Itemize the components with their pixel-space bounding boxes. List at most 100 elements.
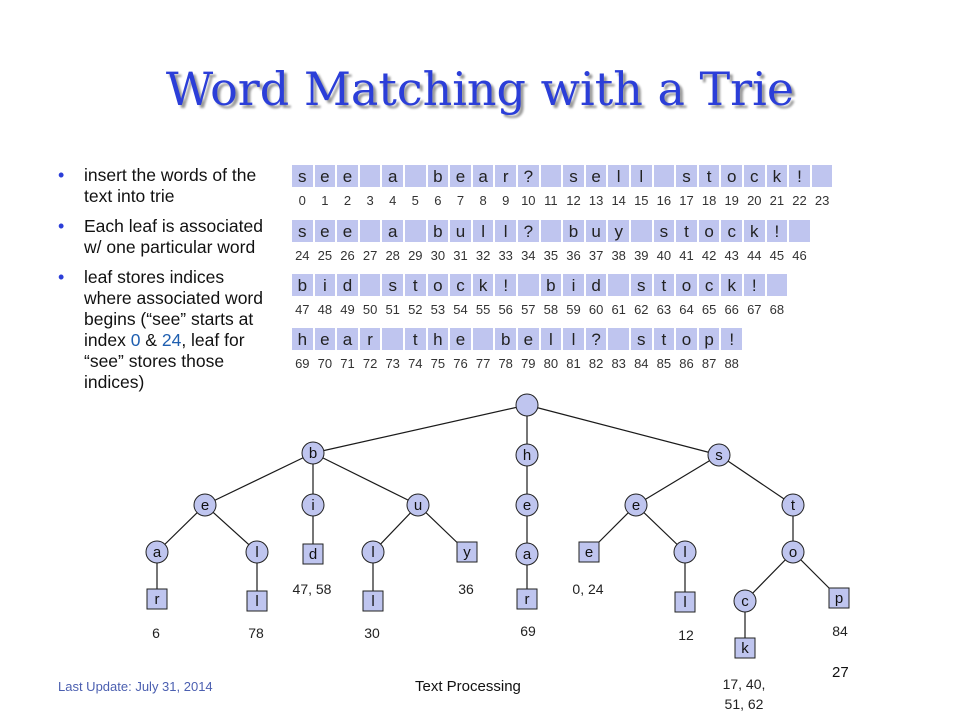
trie-node [515, 393, 539, 417]
char-cell: a [471, 164, 495, 188]
char-index: 69 [295, 356, 310, 371]
trie-node-shape [193, 493, 217, 517]
char-index: 21 [769, 193, 785, 208]
trie-node-shape [707, 443, 731, 467]
trie-node-label: l [683, 544, 686, 561]
trie-node-label: r [525, 591, 530, 608]
char-index: 77 [475, 356, 491, 371]
leaf-indices: 36 [458, 581, 474, 597]
char-cell: r [494, 164, 517, 188]
char-index: 50 [362, 302, 378, 317]
char-index: 13 [588, 193, 604, 208]
char-index: 60 [588, 302, 604, 317]
char-index: 59 [566, 302, 581, 317]
trie-node-shape [781, 493, 805, 517]
char-cell [471, 327, 495, 351]
trie-node-label: e [632, 497, 640, 514]
trie-node-label: h [523, 447, 531, 464]
char-cell: s [291, 219, 314, 243]
char-index: 88 [724, 356, 739, 371]
bullet-item: Each leaf is associated w/ one particula… [58, 216, 273, 258]
trie-node-label: e [585, 544, 593, 561]
trie-node: y [456, 541, 478, 563]
trie-node-shape [302, 543, 324, 565]
char-index: 61 [611, 302, 626, 317]
char-index: 58 [543, 302, 559, 317]
char-index: 30 [430, 248, 446, 263]
trie-edge [204, 504, 258, 553]
leaf-indices: 78 [248, 625, 264, 641]
bullet-text: leaf stores indices where associated wor… [84, 267, 263, 350]
char-index: 45 [769, 248, 785, 263]
char-index: 49 [340, 302, 355, 317]
char-cell [788, 219, 811, 243]
char-index: 47 [295, 302, 310, 317]
trie-node: e [624, 493, 648, 517]
char-cell [358, 164, 382, 188]
char-cell: s [291, 164, 314, 188]
char-index: 44 [747, 248, 762, 263]
char-index: 35 [543, 248, 559, 263]
trie-edge [718, 454, 794, 506]
trie-node-label: d [309, 546, 317, 563]
char-cell [539, 164, 563, 188]
char-cell [358, 273, 382, 297]
trie-node-label: o [789, 544, 797, 561]
trie-node-label: a [523, 546, 532, 563]
char-index: 12 [566, 193, 581, 208]
char-index: 46 [792, 248, 807, 263]
char-cell [765, 273, 789, 297]
trie-node: u [406, 493, 430, 517]
trie-node-label: a [153, 544, 162, 561]
char-index: 3 [366, 193, 374, 208]
char-index: 25 [317, 248, 333, 263]
char-cell: k [765, 164, 789, 188]
trie-node-shape [673, 540, 697, 564]
char-index: 52 [408, 302, 423, 317]
char-cell: k [720, 273, 743, 297]
char-cell: y [607, 219, 630, 243]
char-index: 43 [724, 248, 739, 263]
char-index: 70 [317, 356, 333, 371]
trie-node-label: b [309, 445, 317, 462]
char-cell [630, 219, 653, 243]
trie-node-shape [301, 493, 325, 517]
char-cell: t [652, 327, 676, 351]
bullet-item: leaf stores indices where associated wor… [58, 267, 273, 393]
char-index: 42 [701, 248, 717, 263]
char-index: 62 [634, 302, 649, 317]
bullet-highlight: 24 [161, 330, 182, 350]
trie-edge [635, 454, 720, 506]
char-index: 17 [679, 193, 694, 208]
char-index: 75 [430, 356, 446, 371]
char-cell: c [743, 164, 766, 188]
char-index: 74 [408, 356, 423, 371]
char-cell: t [404, 327, 427, 351]
char-index: 24 [295, 248, 310, 263]
trie-node: r [146, 588, 168, 610]
char-cell: c [720, 219, 743, 243]
char-cell: ! [743, 273, 766, 297]
trie-node-shape [515, 443, 539, 467]
char-cell: ? [584, 327, 608, 351]
char-cell: e [449, 327, 472, 351]
char-cell: s [652, 219, 676, 243]
trie-node-shape [145, 540, 169, 564]
trie-node-shape [245, 540, 269, 564]
char-index: 64 [679, 302, 694, 317]
char-cell [652, 164, 676, 188]
trie-node: p [828, 587, 850, 609]
trie-node-label: l [255, 544, 258, 561]
char-cell: b [539, 273, 563, 297]
char-cell [607, 273, 630, 297]
char-cell: l [494, 219, 517, 243]
char-cell: u [449, 219, 472, 243]
trie-node-label: i [311, 497, 314, 514]
char-cell: e [584, 164, 608, 188]
char-cell: b [494, 327, 517, 351]
trie-node: e [578, 541, 600, 563]
trie-node-shape [578, 541, 600, 563]
trie-node-shape [406, 493, 430, 517]
char-index: 68 [769, 302, 785, 317]
trie-node-label: s [715, 447, 723, 464]
